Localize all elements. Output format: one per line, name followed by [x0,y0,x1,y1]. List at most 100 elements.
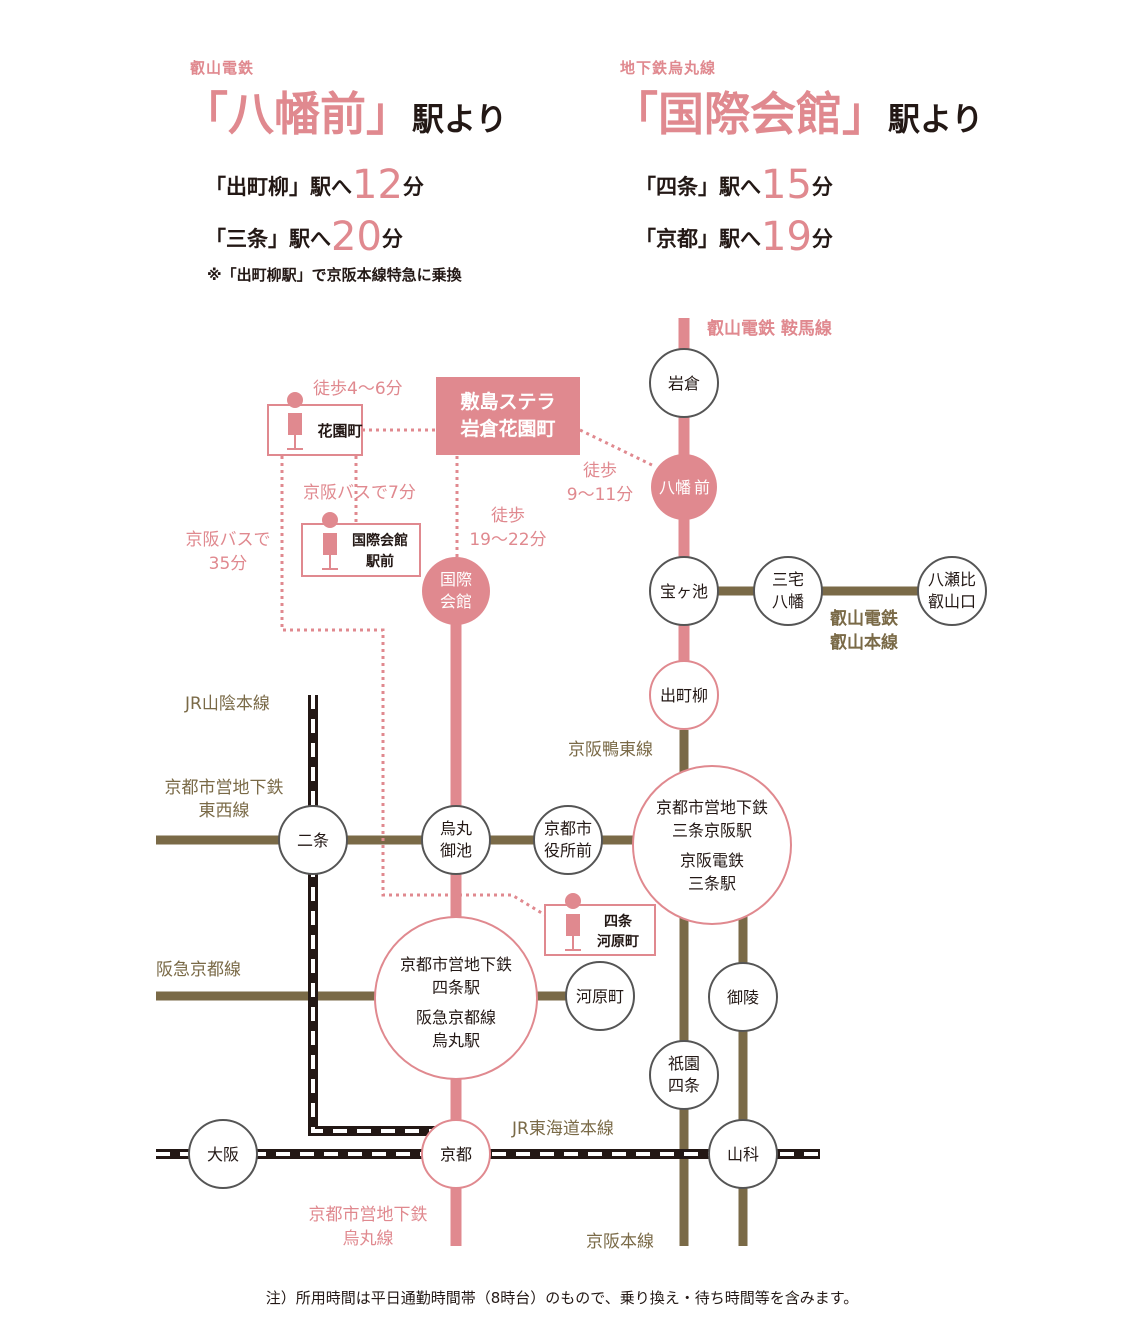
station-karasuma-oike: 烏丸 御池 [421,805,491,875]
bus-stop-icon [565,893,581,909]
right-route-2: 「京都」駅へ19分 [635,214,833,260]
svg-text:国際会館: 国際会館 [352,532,408,549]
pink-lines [450,318,690,1246]
svg-text:阪急京都線: 阪急京都線 [416,1008,496,1027]
label-walk-hanazono: 徒歩4〜6分 [313,379,403,399]
right-station-title: 「国際会館」駅より [612,78,983,144]
svg-text:京都市: 京都市 [544,819,592,838]
footnote: 注）所用時間は平日通勤時間帯（8時台）のもので、乗り換え・待ち時間等を含みます。 [265,1289,859,1307]
svg-text:京都市営地下鉄: 京都市営地下鉄 [656,798,768,817]
right-station-name: 「国際会館」 [612,87,888,141]
label-tozai-2: 東西線 [199,801,250,821]
label-hankyu: 阪急京都線 [156,960,241,980]
bus-stop-shijo-kawaramachi: 四条 河原町 [544,893,656,956]
svg-text:八幡: 八幡 [772,592,804,611]
station-misasagi: 御陵 [708,962,778,1032]
property-name: 敷島ステラ [460,390,555,413]
left-route-1: 「出町柳」駅へ12分 [205,162,424,208]
left-transfer-note: ※「出町柳駅」で京阪本線特急に乗換 [207,266,462,284]
svg-text:京都: 京都 [440,1145,472,1164]
svg-text:京阪電鉄: 京阪電鉄 [680,851,744,870]
svg-text:花園町: 花園町 [317,422,362,440]
svg-text:御池: 御池 [440,841,472,860]
station-demachiyanagi: 出町柳 [649,660,719,730]
bus-stop-kokusai-ekimae: 国際会館 駅前 [301,512,421,577]
station-kyoto: 京都 [421,1119,491,1189]
station-sanjo: 京都市営地下鉄 三条京阪駅 京阪電鉄 三条駅 [632,765,792,925]
left-route-2: 「三条」駅へ20分 [205,214,403,260]
left-station-title: 「八幡前」駅より [182,78,507,144]
svg-text:役所前: 役所前 [544,841,592,860]
line-labels: 叡山電鉄 鞍馬線 叡山電鉄 叡山本線 JR山陰本線 京阪鴨東線 京都市営地下鉄 … [156,318,898,1252]
svg-text:四条駅: 四条駅 [432,978,480,997]
label-bus7: 京阪バスで7分 [303,483,416,503]
svg-text:三条駅: 三条駅 [688,874,736,893]
svg-text:御陵: 御陵 [727,988,759,1007]
svg-text:前: 前 [694,478,710,497]
svg-text:祇園: 祇園 [668,1054,700,1073]
svg-text:京都市営地下鉄: 京都市営地下鉄 [400,955,512,974]
label-karasuma-2: 烏丸線 [343,1229,394,1249]
stations: 岩倉 八幡 前 宝ヶ池 三宅 八幡 八瀬比 叡山口 出町柳 国際 会館 [188,348,987,1189]
station-yamashina: 山科 [708,1119,778,1189]
label-bus35-1: 京阪バスで [186,530,271,550]
label-jr-tokaido: JR東海道本線 [511,1119,614,1139]
svg-text:河原町: 河原町 [597,933,639,950]
svg-text:四条: 四条 [668,1076,700,1095]
svg-text:八幡: 八幡 [659,478,691,497]
bus-stop-hanazono: 花園町 [267,392,363,456]
left-station-name: 「八幡前」 [182,87,412,141]
svg-text:出町柳: 出町柳 [660,686,708,705]
label-eizan-kurama: 叡山電鉄 鞍馬線 [706,318,832,339]
property-box [436,377,580,455]
svg-text:宝ヶ池: 宝ヶ池 [660,582,708,601]
label-eizan-honsen-2: 叡山本線 [829,632,898,653]
svg-text:三宅: 三宅 [772,570,804,589]
label-keihan-main: 京阪本線 [586,1232,654,1252]
station-osaka: 大阪 [188,1119,258,1189]
svg-text:河原町: 河原町 [576,987,624,1006]
bus-stop-icon [322,512,338,528]
right-station-suffix: 駅より [888,100,984,138]
label-eizan-honsen-1: 叡山電鉄 [829,608,898,629]
right-line-label: 地下鉄烏丸線 [620,59,717,77]
station-miyake-hachiman: 三宅 八幡 [753,556,823,626]
svg-text:烏丸: 烏丸 [440,819,472,838]
station-nijo: 二条 [278,805,348,875]
bus-stop-icon [287,392,303,408]
label-walk-kokusai-1: 徒歩 [491,506,525,526]
walk-bus-routes [280,428,655,917]
svg-text:二条: 二条 [297,831,329,850]
right-route-1: 「四条」駅へ15分 [635,162,833,208]
label-walk-hachiman-1: 徒歩 [583,461,617,481]
left-station-suffix: 駅より [412,100,508,138]
svg-text:八瀬比: 八瀬比 [928,570,976,589]
svg-text:叡山口: 叡山口 [928,592,976,611]
svg-text:国際: 国際 [440,570,472,589]
station-shijo: 京都市営地下鉄 四条駅 阪急京都線 烏丸駅 [374,916,538,1080]
label-walk-hachiman-2: 9〜11分 [567,485,633,505]
walk-bus-labels: 徒歩4〜6分 徒歩 9〜11分 徒歩 19〜22分 京阪バスで7分 京阪バスで … [186,379,634,574]
svg-text:会館: 会館 [440,592,472,611]
svg-text:三条京阪駅: 三条京阪駅 [672,821,752,840]
bus35-route [280,456,546,917]
label-walk-kokusai-2: 19〜22分 [469,530,546,550]
station-hachimanmae: 八幡 前 [651,454,717,520]
station-takaragaike: 宝ヶ池 [649,556,719,626]
property-address: 岩倉花園町 [459,417,555,440]
svg-text:四条: 四条 [604,913,633,930]
left-line-label: 叡山電鉄 [190,59,255,77]
station-iwakura: 岩倉 [649,348,719,418]
label-bus35-2: 35分 [209,554,248,574]
svg-text:岩倉: 岩倉 [668,374,700,393]
label-keihan-oto: 京阪鴨東線 [568,740,653,760]
station-yase-hieizanguchi: 八瀬比 叡山口 [917,556,987,626]
svg-text:大阪: 大阪 [207,1145,239,1164]
svg-text:駅前: 駅前 [366,553,394,570]
station-gion-shijo: 祇園 四条 [649,1040,719,1110]
label-tozai-1: 京都市営地下鉄 [165,778,284,798]
station-kyoto-shiyakusho-mae: 京都市 役所前 [533,805,603,875]
label-jr-sanin: JR山陰本線 [184,694,270,714]
svg-text:山科: 山科 [727,1145,759,1164]
